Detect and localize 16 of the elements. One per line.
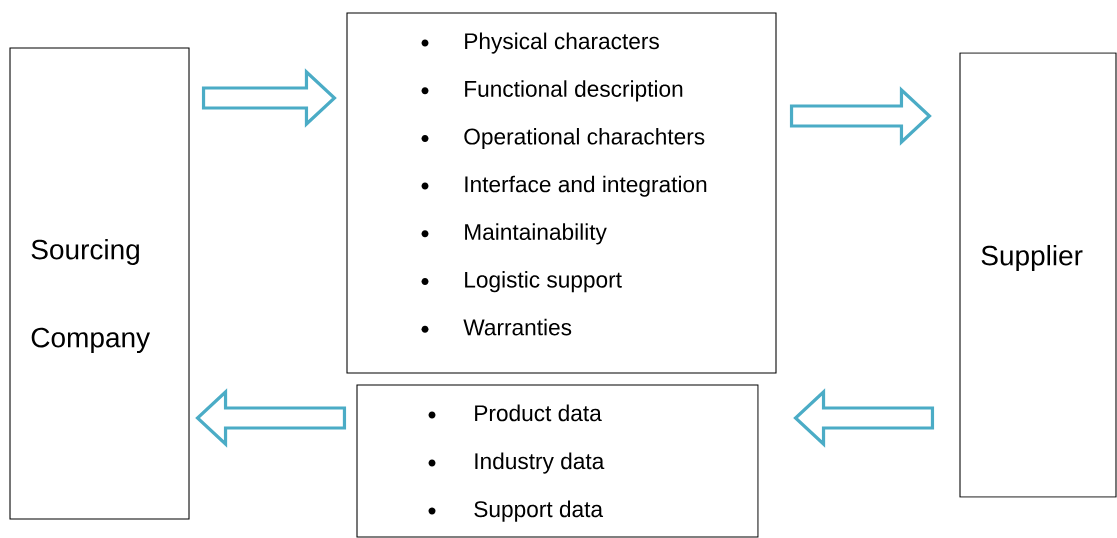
- list-item: Operational charachters: [464, 127, 705, 150]
- block-arrow: [195, 388, 347, 448]
- list-item: Industry data: [475, 452, 605, 474]
- block-arrow: [789, 86, 932, 146]
- list-item: Logistic support: [465, 271, 622, 293]
- list-item: Interface and integration: [465, 175, 707, 197]
- block-arrow: [793, 388, 935, 448]
- list-item: Maintainability: [465, 223, 607, 245]
- list-item: Physical characters: [465, 32, 659, 54]
- list-item: Functional description: [465, 80, 683, 102]
- list-item: Support data: [474, 500, 604, 522]
- list-item: Product data: [475, 404, 602, 422]
- block-arrow: [201, 68, 337, 128]
- label: Sourcing Company: [31, 238, 151, 354]
- list-item: Warranties: [463, 318, 572, 336]
- label: Supplier: [981, 244, 1083, 272]
